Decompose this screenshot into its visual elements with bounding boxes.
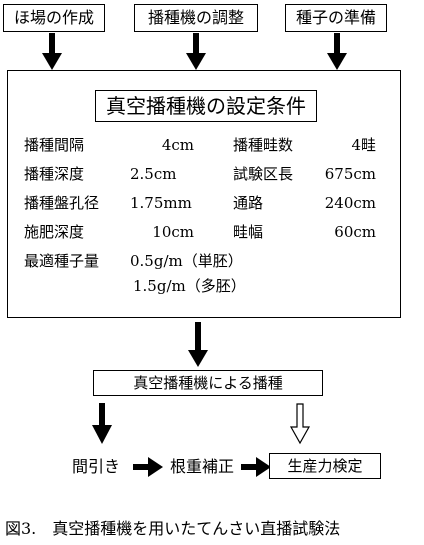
param-label: 播種深度 (24, 165, 85, 183)
param-value: 10cm (152, 223, 194, 241)
param-label: 畦幅 (233, 223, 264, 241)
down-arrow-1 (42, 33, 62, 70)
down-arrow-4 (188, 322, 208, 367)
productivity-test-box: 生産力検定 (269, 453, 381, 479)
param-value: 675cm (324, 165, 376, 183)
step-root-weight-correction: 根重補正 (170, 457, 235, 476)
param-label: 試験区長 (233, 165, 294, 183)
param-value: 4cm (161, 136, 194, 154)
down-arrow-2 (186, 33, 206, 70)
right-arrow-1 (133, 457, 163, 477)
param-label: 施肥深度 (24, 223, 85, 241)
down-arrow-3 (327, 33, 347, 70)
right-arrow-2 (241, 457, 271, 477)
param-value: 4畦 (351, 136, 376, 154)
param-value: 1.75mm (130, 194, 192, 212)
param-value: 60cm (334, 223, 376, 241)
figure-caption: 図3. 真空播種機を用いたてんさい直播試験法 (5, 519, 341, 538)
param-value: 240cm (324, 194, 376, 212)
param-label: 播種間隔 (24, 136, 85, 154)
hollow-down-arrow (289, 403, 311, 445)
seeder-adjustment-box: 播種機の調整 (134, 4, 258, 32)
param-value: 2.5cm (130, 165, 177, 183)
seed-amount-single: 0.5g/m（単胚） (130, 252, 243, 270)
down-arrow-5 (92, 403, 112, 444)
sowing-method-box: 真空播種機による播種 (93, 370, 323, 396)
seed-amount-label: 最適種子量 (24, 252, 100, 270)
field-preparation-box: ほ場の作成 (3, 4, 105, 32)
step-thinning: 間引き (72, 457, 121, 476)
param-label: 播種畦数 (233, 136, 294, 154)
seed-preparation-box: 種子の準備 (285, 4, 387, 32)
param-label: 通路 (233, 194, 264, 212)
settings-title: 真空播種機の設定条件 (95, 90, 317, 122)
param-label: 播種盤孔径 (24, 194, 100, 212)
seed-amount-multi: 1.5g/m（多胚） (133, 277, 246, 295)
